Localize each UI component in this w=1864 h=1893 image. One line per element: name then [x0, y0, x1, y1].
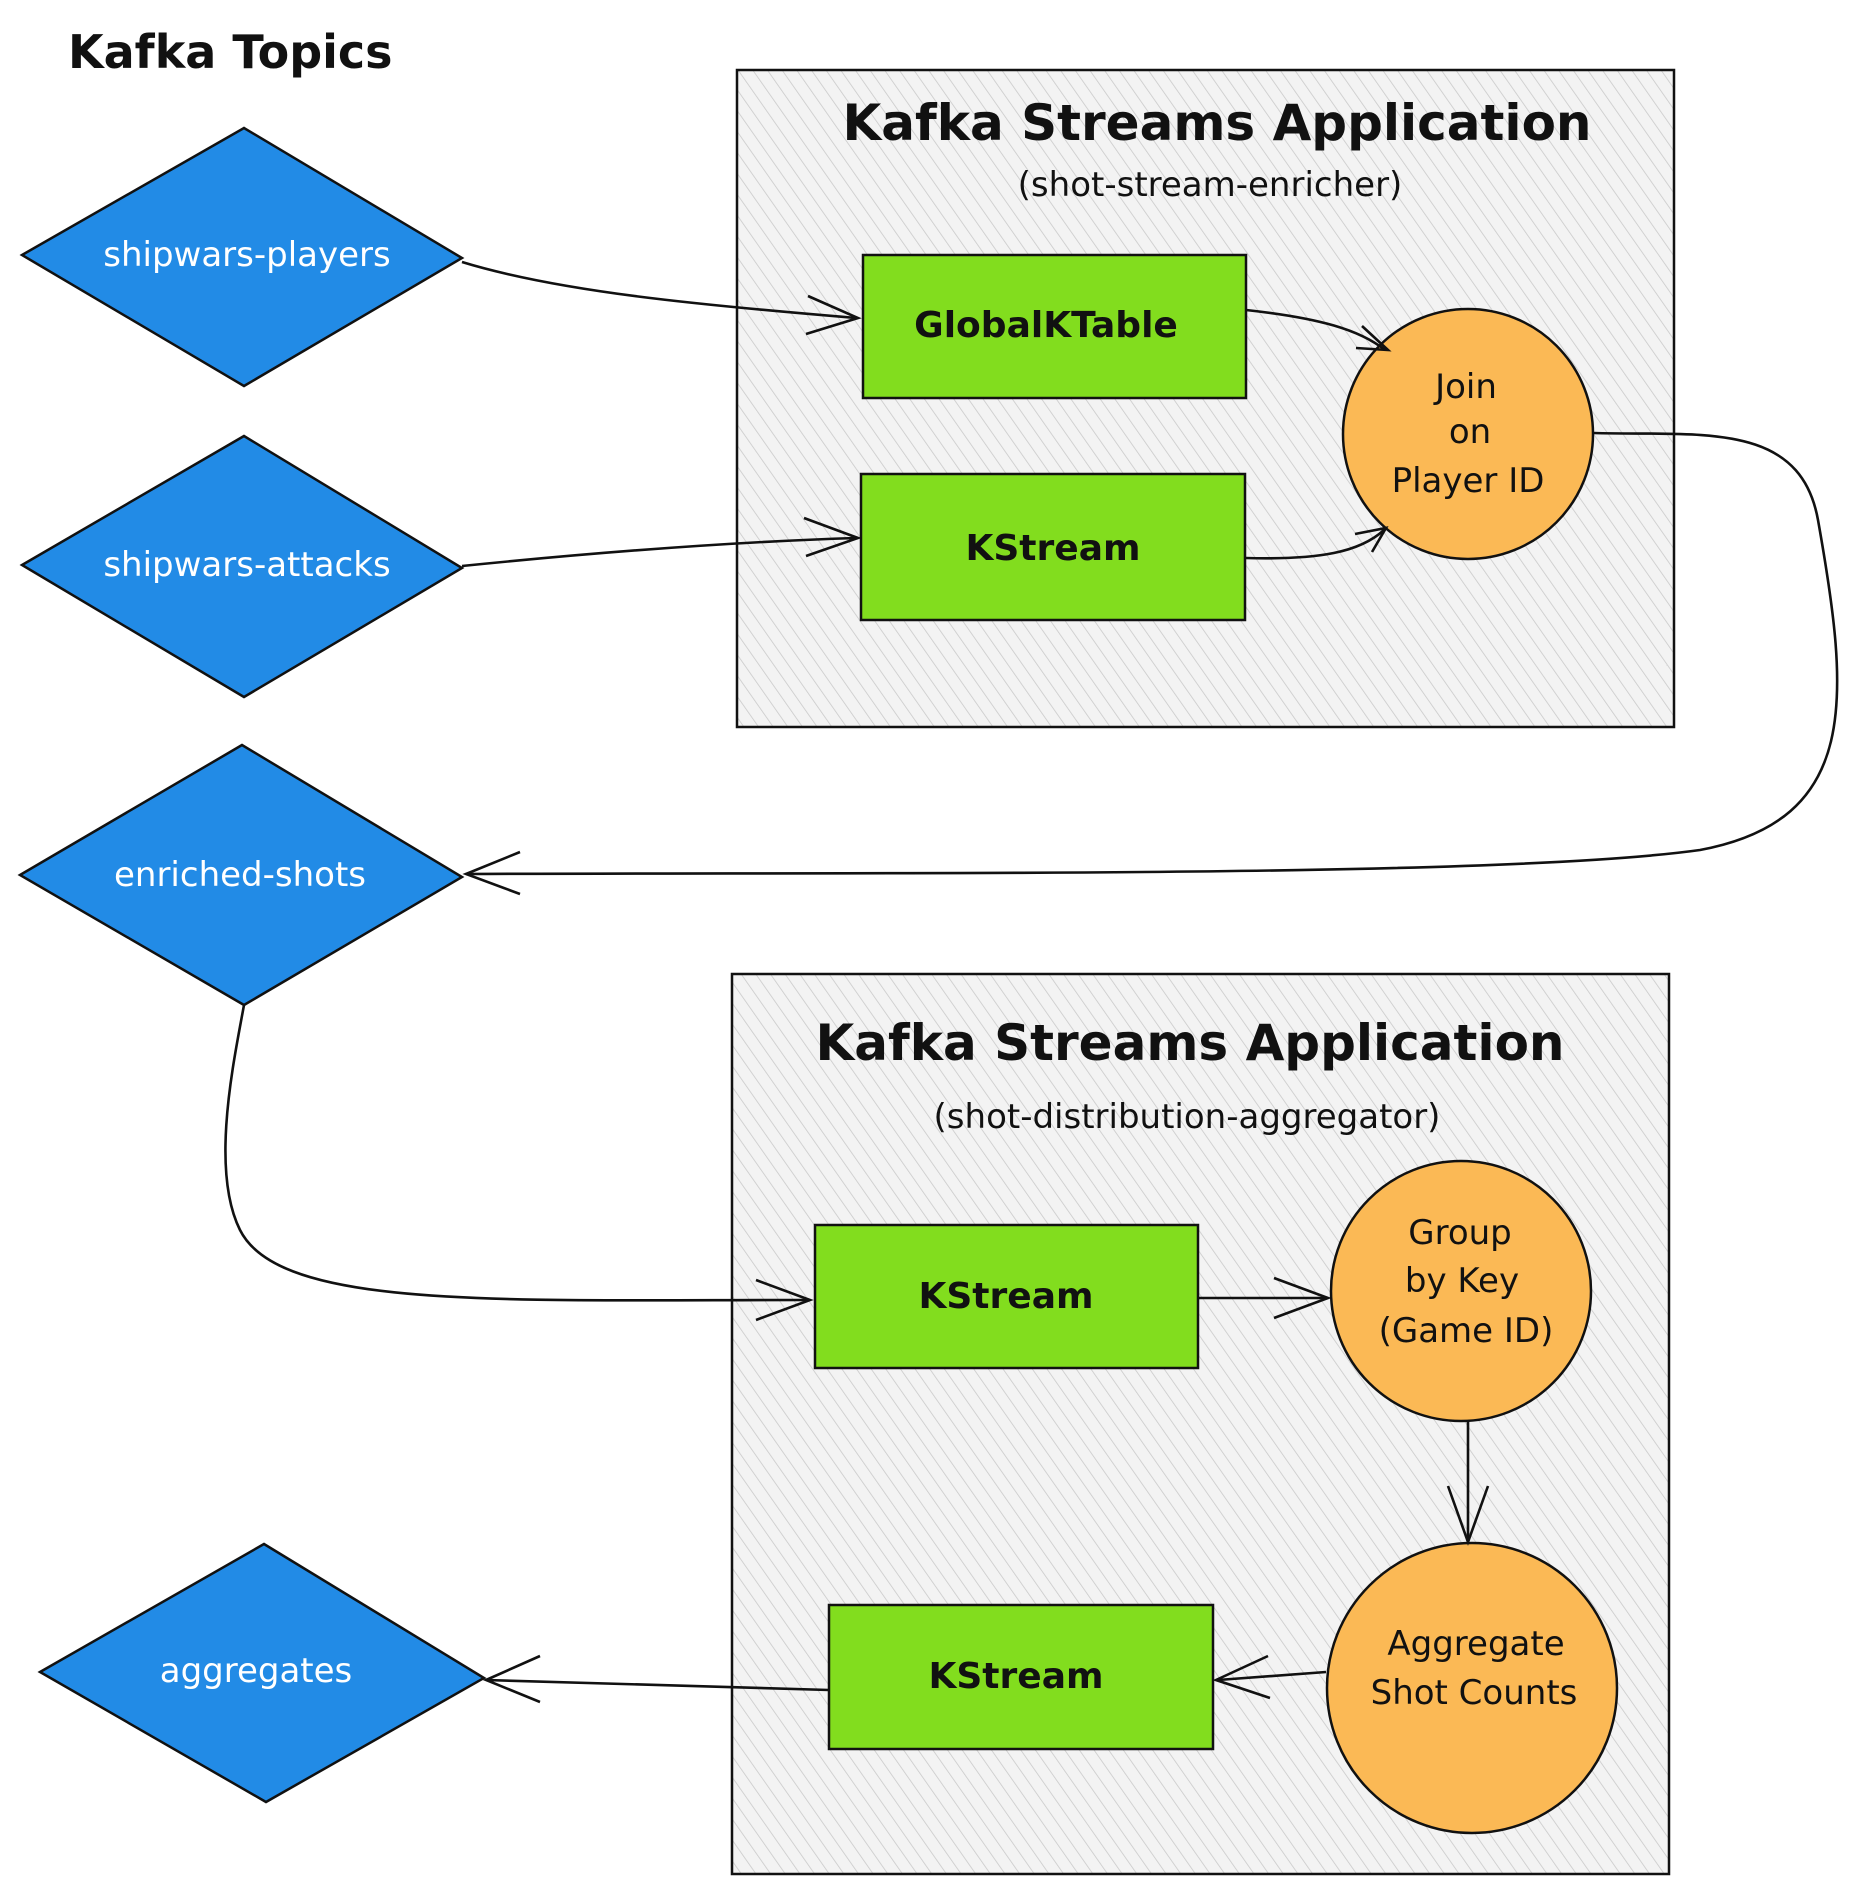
topic-label-shipwars-players: shipwars-players [103, 235, 391, 275]
arrowhead [482, 1654, 541, 1704]
topic-diamond [37, 1542, 487, 1804]
kafka-topics-heading: Kafka Topics [68, 25, 393, 79]
edge-line [461, 260, 857, 320]
operation-circle [1325, 1541, 1619, 1835]
operation-line: on [1449, 412, 1491, 452]
edge-line [1245, 308, 1386, 352]
operation-aggregate[interactable]: Aggregate Shot Counts [1325, 1541, 1619, 1835]
topic-label-enriched-shots: enriched-shots [114, 855, 366, 895]
box-frame [859, 472, 1247, 622]
edge-line [485, 1678, 830, 1692]
operation-line: Shot Counts [1371, 1673, 1578, 1713]
edge-players-to-globalktable [461, 260, 862, 336]
arrowhead [1355, 325, 1392, 352]
app-aggregator-subtitle: (shot-distribution-aggregator) [934, 1097, 1441, 1137]
box-label-kstream-in: KStream [918, 1276, 1093, 1317]
topic-diamond [19, 126, 465, 388]
edge-kstream-to-join [1245, 526, 1389, 560]
edge-group-to-aggregate [1446, 1420, 1490, 1546]
operation-line: Group [1408, 1213, 1512, 1253]
box-frame [827, 1603, 1215, 1751]
edge-line [465, 431, 1839, 876]
operation-group[interactable]: Group by Key (Game ID) [1329, 1159, 1593, 1423]
app-aggregator-title: Kafka Streams Application [815, 1014, 1564, 1072]
edge-line [1245, 529, 1385, 560]
operation-line: Player ID [1392, 461, 1545, 501]
operation-line: Join [1433, 367, 1497, 407]
box-label-kstream-attacks: KStream [965, 528, 1140, 569]
box-frame [861, 253, 1248, 400]
arrowhead [462, 850, 521, 896]
box-globalktable[interactable]: GlobalKTable [861, 253, 1248, 400]
topic-label-shipwars-attacks: shipwars-attacks [103, 545, 390, 585]
operation-line: (Game ID) [1379, 1311, 1554, 1351]
edge-kstream-to-group [1198, 1276, 1332, 1320]
topic-diamond [19, 434, 465, 699]
box-label-globalktable: GlobalKTable [914, 305, 1178, 346]
operation-join[interactable]: Join on Player ID [1341, 307, 1595, 561]
arrowhead [1446, 1485, 1490, 1546]
arrowhead [1212, 1654, 1271, 1700]
arrowhead [1354, 526, 1389, 553]
app-enricher-subtitle: (shot-stream-enricher) [1018, 165, 1403, 205]
edge-line [224, 1004, 809, 1302]
topic-label-aggregates: aggregates [160, 1651, 353, 1691]
arrowhead [805, 294, 862, 336]
arrowhead [803, 516, 862, 558]
edge-globalktable-to-join [1245, 308, 1392, 352]
edge-line [1217, 1670, 1327, 1682]
operation-line: by Key [1405, 1261, 1519, 1301]
topic-diamond [17, 743, 465, 1007]
topic-shipwars-attacks[interactable]: shipwars-attacks [19, 434, 465, 699]
app-enricher-title: Kafka Streams Application [842, 94, 1591, 152]
edge-line [461, 536, 857, 568]
edge-enriched-shots-to-kstream [224, 1004, 814, 1322]
edge-attacks-to-kstream[interactable] [461, 516, 862, 568]
box-kstream-in[interactable]: KStream [813, 1223, 1200, 1370]
edge-aggregate-to-kstream [1212, 1654, 1327, 1700]
edge-join-to-enriched-shots [462, 431, 1839, 896]
edge-kstream-to-aggregates [482, 1654, 830, 1704]
box-kstream-out[interactable]: KStream [827, 1603, 1215, 1751]
arrowhead [755, 1278, 814, 1322]
box-label-kstream-out: KStream [928, 1656, 1103, 1697]
topic-enriched-shots[interactable]: enriched-shots [17, 743, 465, 1007]
topic-shipwars-players[interactable]: shipwars-players [19, 126, 465, 388]
operation-line: Aggregate [1387, 1624, 1564, 1664]
operation-circle [1341, 307, 1595, 561]
box-kstream-attacks[interactable]: KStream [859, 472, 1247, 622]
box-frame [813, 1223, 1200, 1370]
operation-circle [1329, 1159, 1593, 1423]
arrowhead [1273, 1276, 1332, 1320]
topic-aggregates[interactable]: aggregates [37, 1542, 487, 1804]
